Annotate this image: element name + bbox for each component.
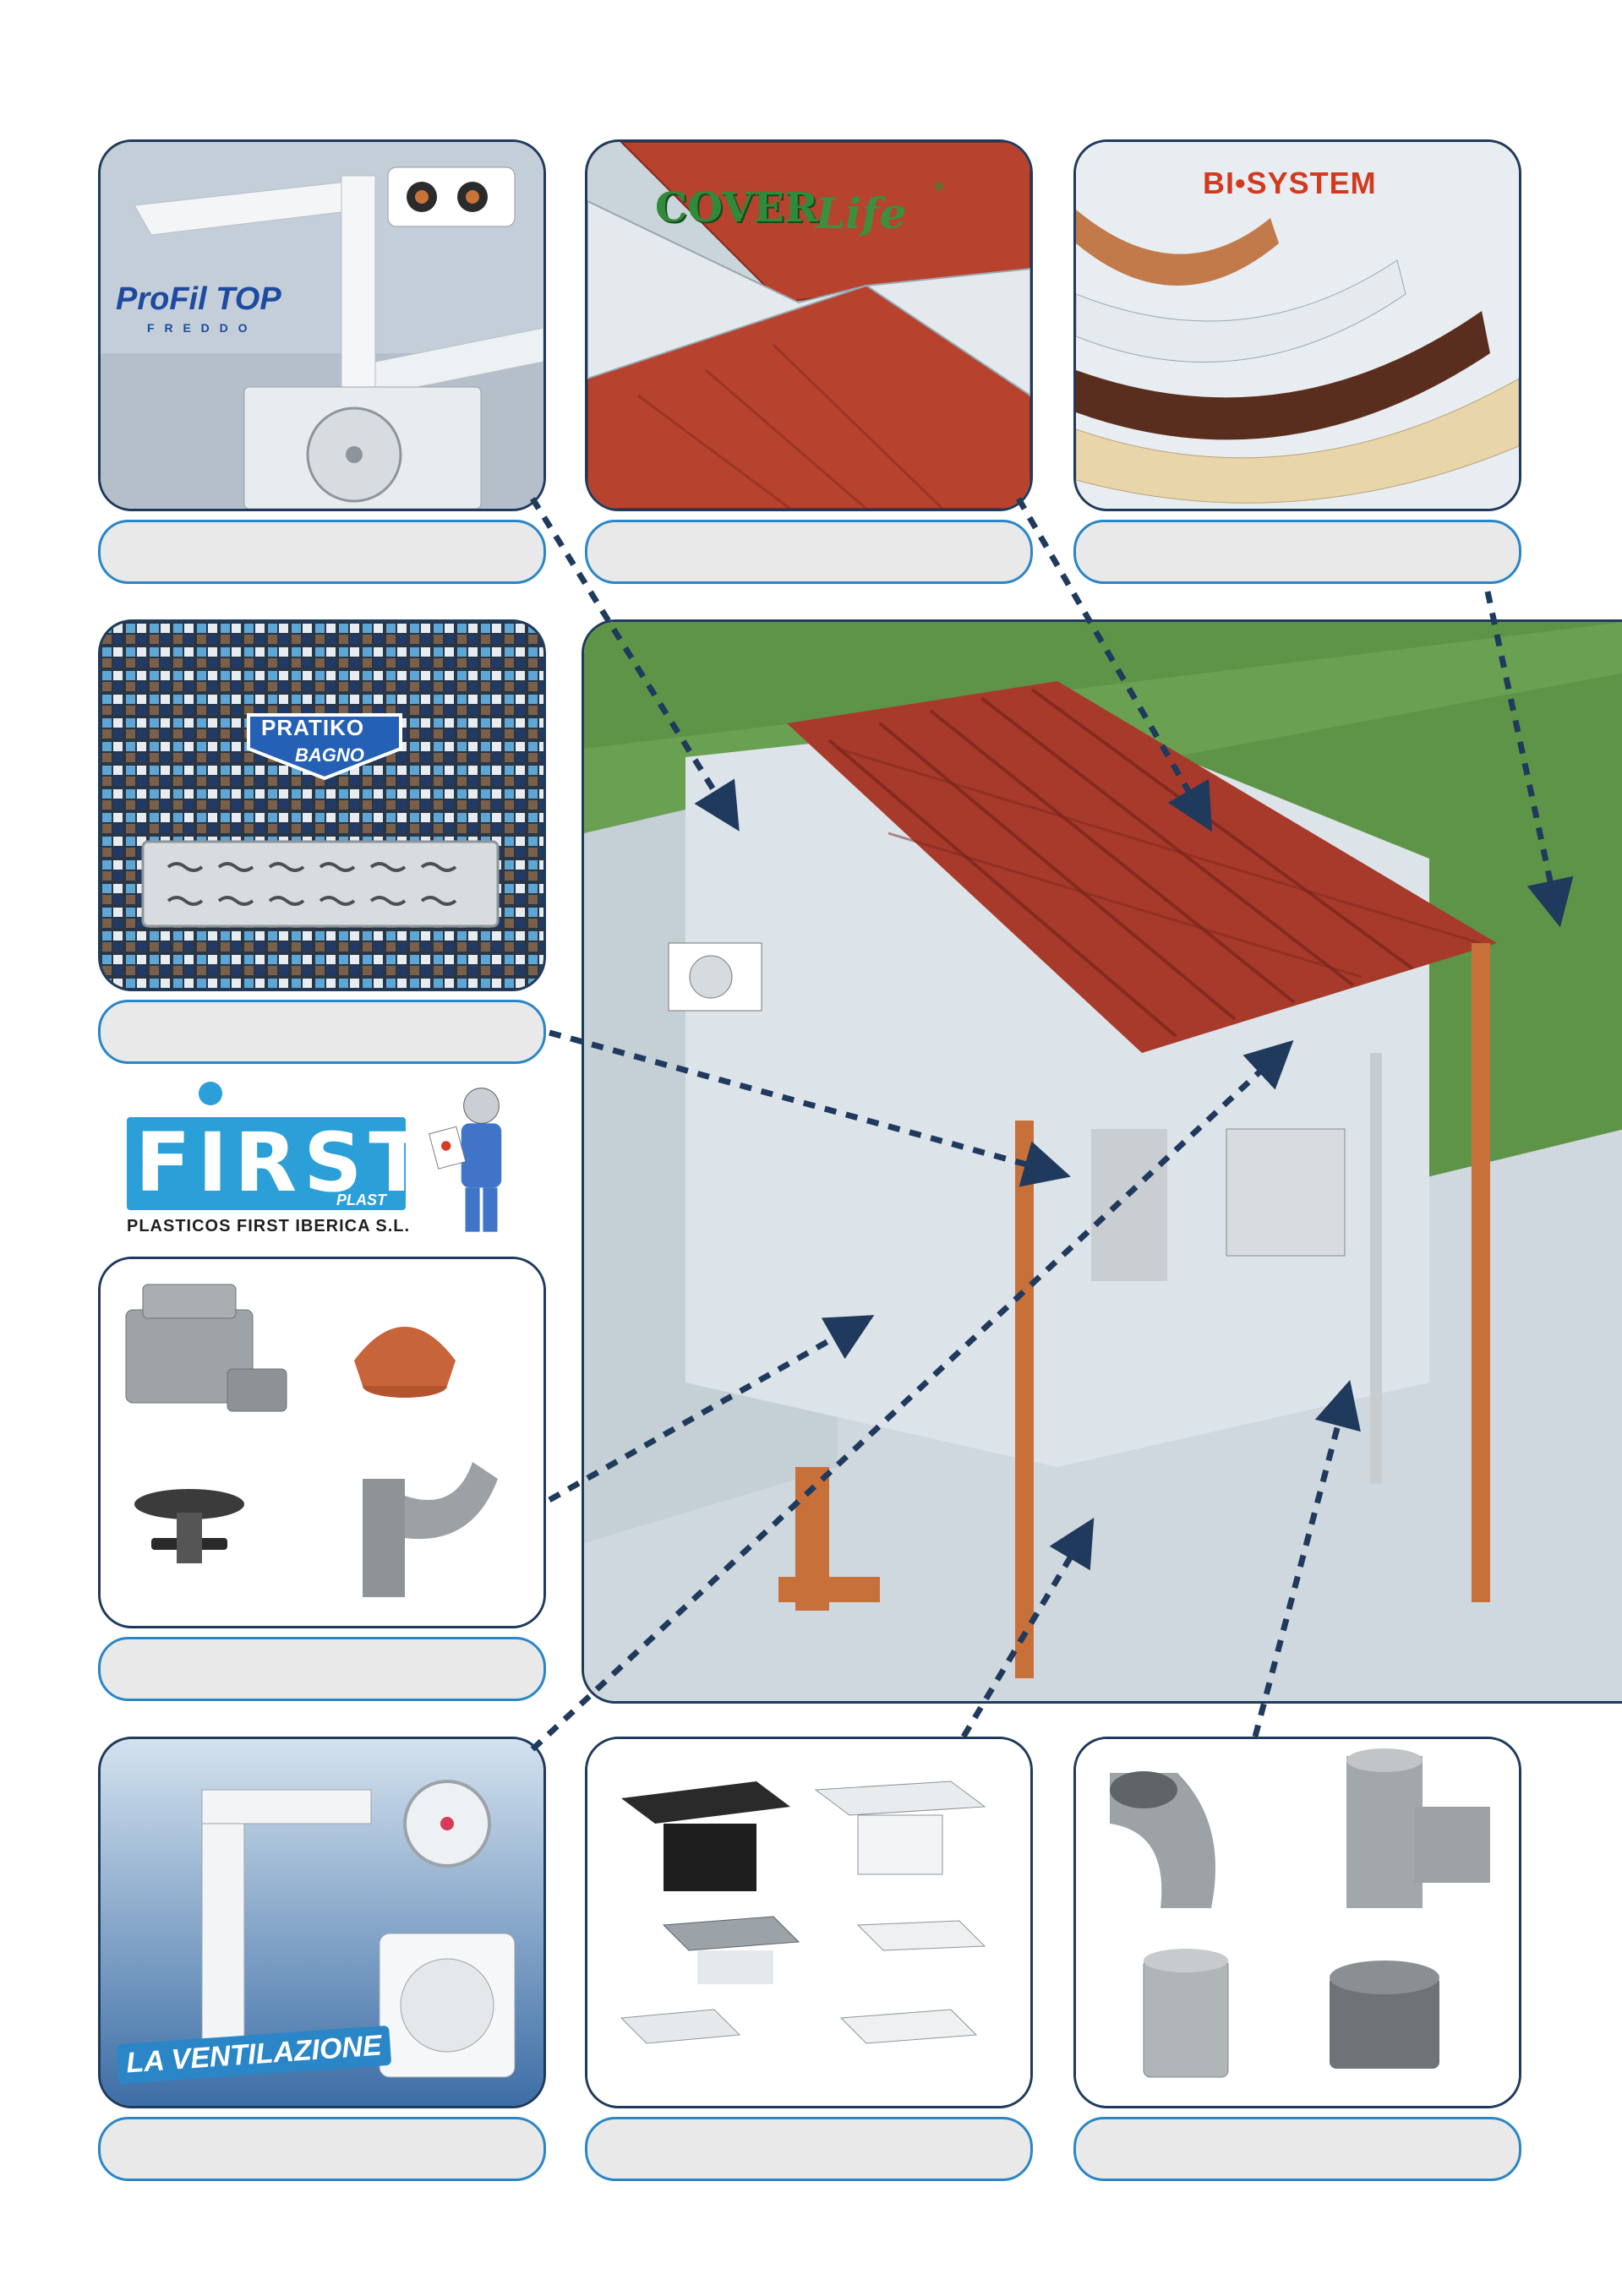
profil-top-label-pill bbox=[98, 520, 546, 584]
pvc-fittings-label-pill bbox=[1073, 2117, 1521, 2181]
gutters-image bbox=[1076, 142, 1519, 509]
bisystem-logo: BI•SYSTEM bbox=[1203, 166, 1377, 200]
brand-logo-box bbox=[127, 1117, 406, 1210]
profil-top-logo: ProFil TOP bbox=[116, 281, 281, 317]
panel-drains bbox=[585, 1737, 1033, 2108]
brand-dot bbox=[199, 1082, 222, 1105]
panel-coverlife: COVER Life ® bbox=[585, 139, 1033, 511]
mascot-image bbox=[429, 1088, 502, 1232]
brand-sub: PLAST bbox=[336, 1192, 387, 1208]
pratiko-sub: BAGNO bbox=[295, 744, 364, 766]
profil-top-sub: F R E D D O bbox=[147, 321, 251, 335]
mosaic-drain-image bbox=[101, 622, 543, 989]
coverlife-logo-life: Life bbox=[816, 188, 907, 238]
panel-pratiko: PRATIKO BAGNO bbox=[98, 619, 546, 991]
roof-sheets-image bbox=[587, 142, 1030, 509]
ventilazione-label-pill bbox=[98, 2117, 546, 2181]
panel-pvc-fittings bbox=[1073, 1737, 1521, 2108]
floor-drains-image bbox=[587, 1739, 1030, 2106]
panel-bisystem: BI•SYSTEM bbox=[1073, 139, 1521, 511]
house-image bbox=[584, 622, 1622, 1701]
fittings-label-pill bbox=[98, 1637, 546, 1701]
coverlife-logo: COVER bbox=[655, 184, 818, 232]
pvc-fittings-image bbox=[1076, 1739, 1519, 2106]
air-conditioning-duct-image bbox=[101, 142, 543, 509]
pratiko-logo: PRATIKO bbox=[261, 715, 365, 740]
coverlife-registered-mark: ® bbox=[934, 180, 944, 194]
brand-name: FIRST bbox=[135, 1115, 431, 1210]
fittings-image bbox=[101, 1259, 543, 1626]
first-plast-brand: FIRST PLAST PLASTICOS FIRST IBERICA S.L. bbox=[127, 1082, 532, 1251]
brand-company: PLASTICOS FIRST IBERICA S.L. bbox=[127, 1217, 411, 1235]
panel-ventilazione: LA VENTILAZIONE bbox=[98, 1737, 546, 2108]
bisystem-label-pill bbox=[1073, 520, 1521, 584]
drains-label-pill bbox=[585, 2117, 1033, 2181]
panel-fittings bbox=[98, 1257, 546, 1628]
pratiko-label-pill bbox=[98, 1000, 546, 1064]
house-cutaway-illustration bbox=[582, 619, 1622, 1704]
coverlife-label-pill bbox=[585, 520, 1033, 584]
panel-profil-top: ProFil TOP F R E D D O bbox=[98, 139, 546, 511]
